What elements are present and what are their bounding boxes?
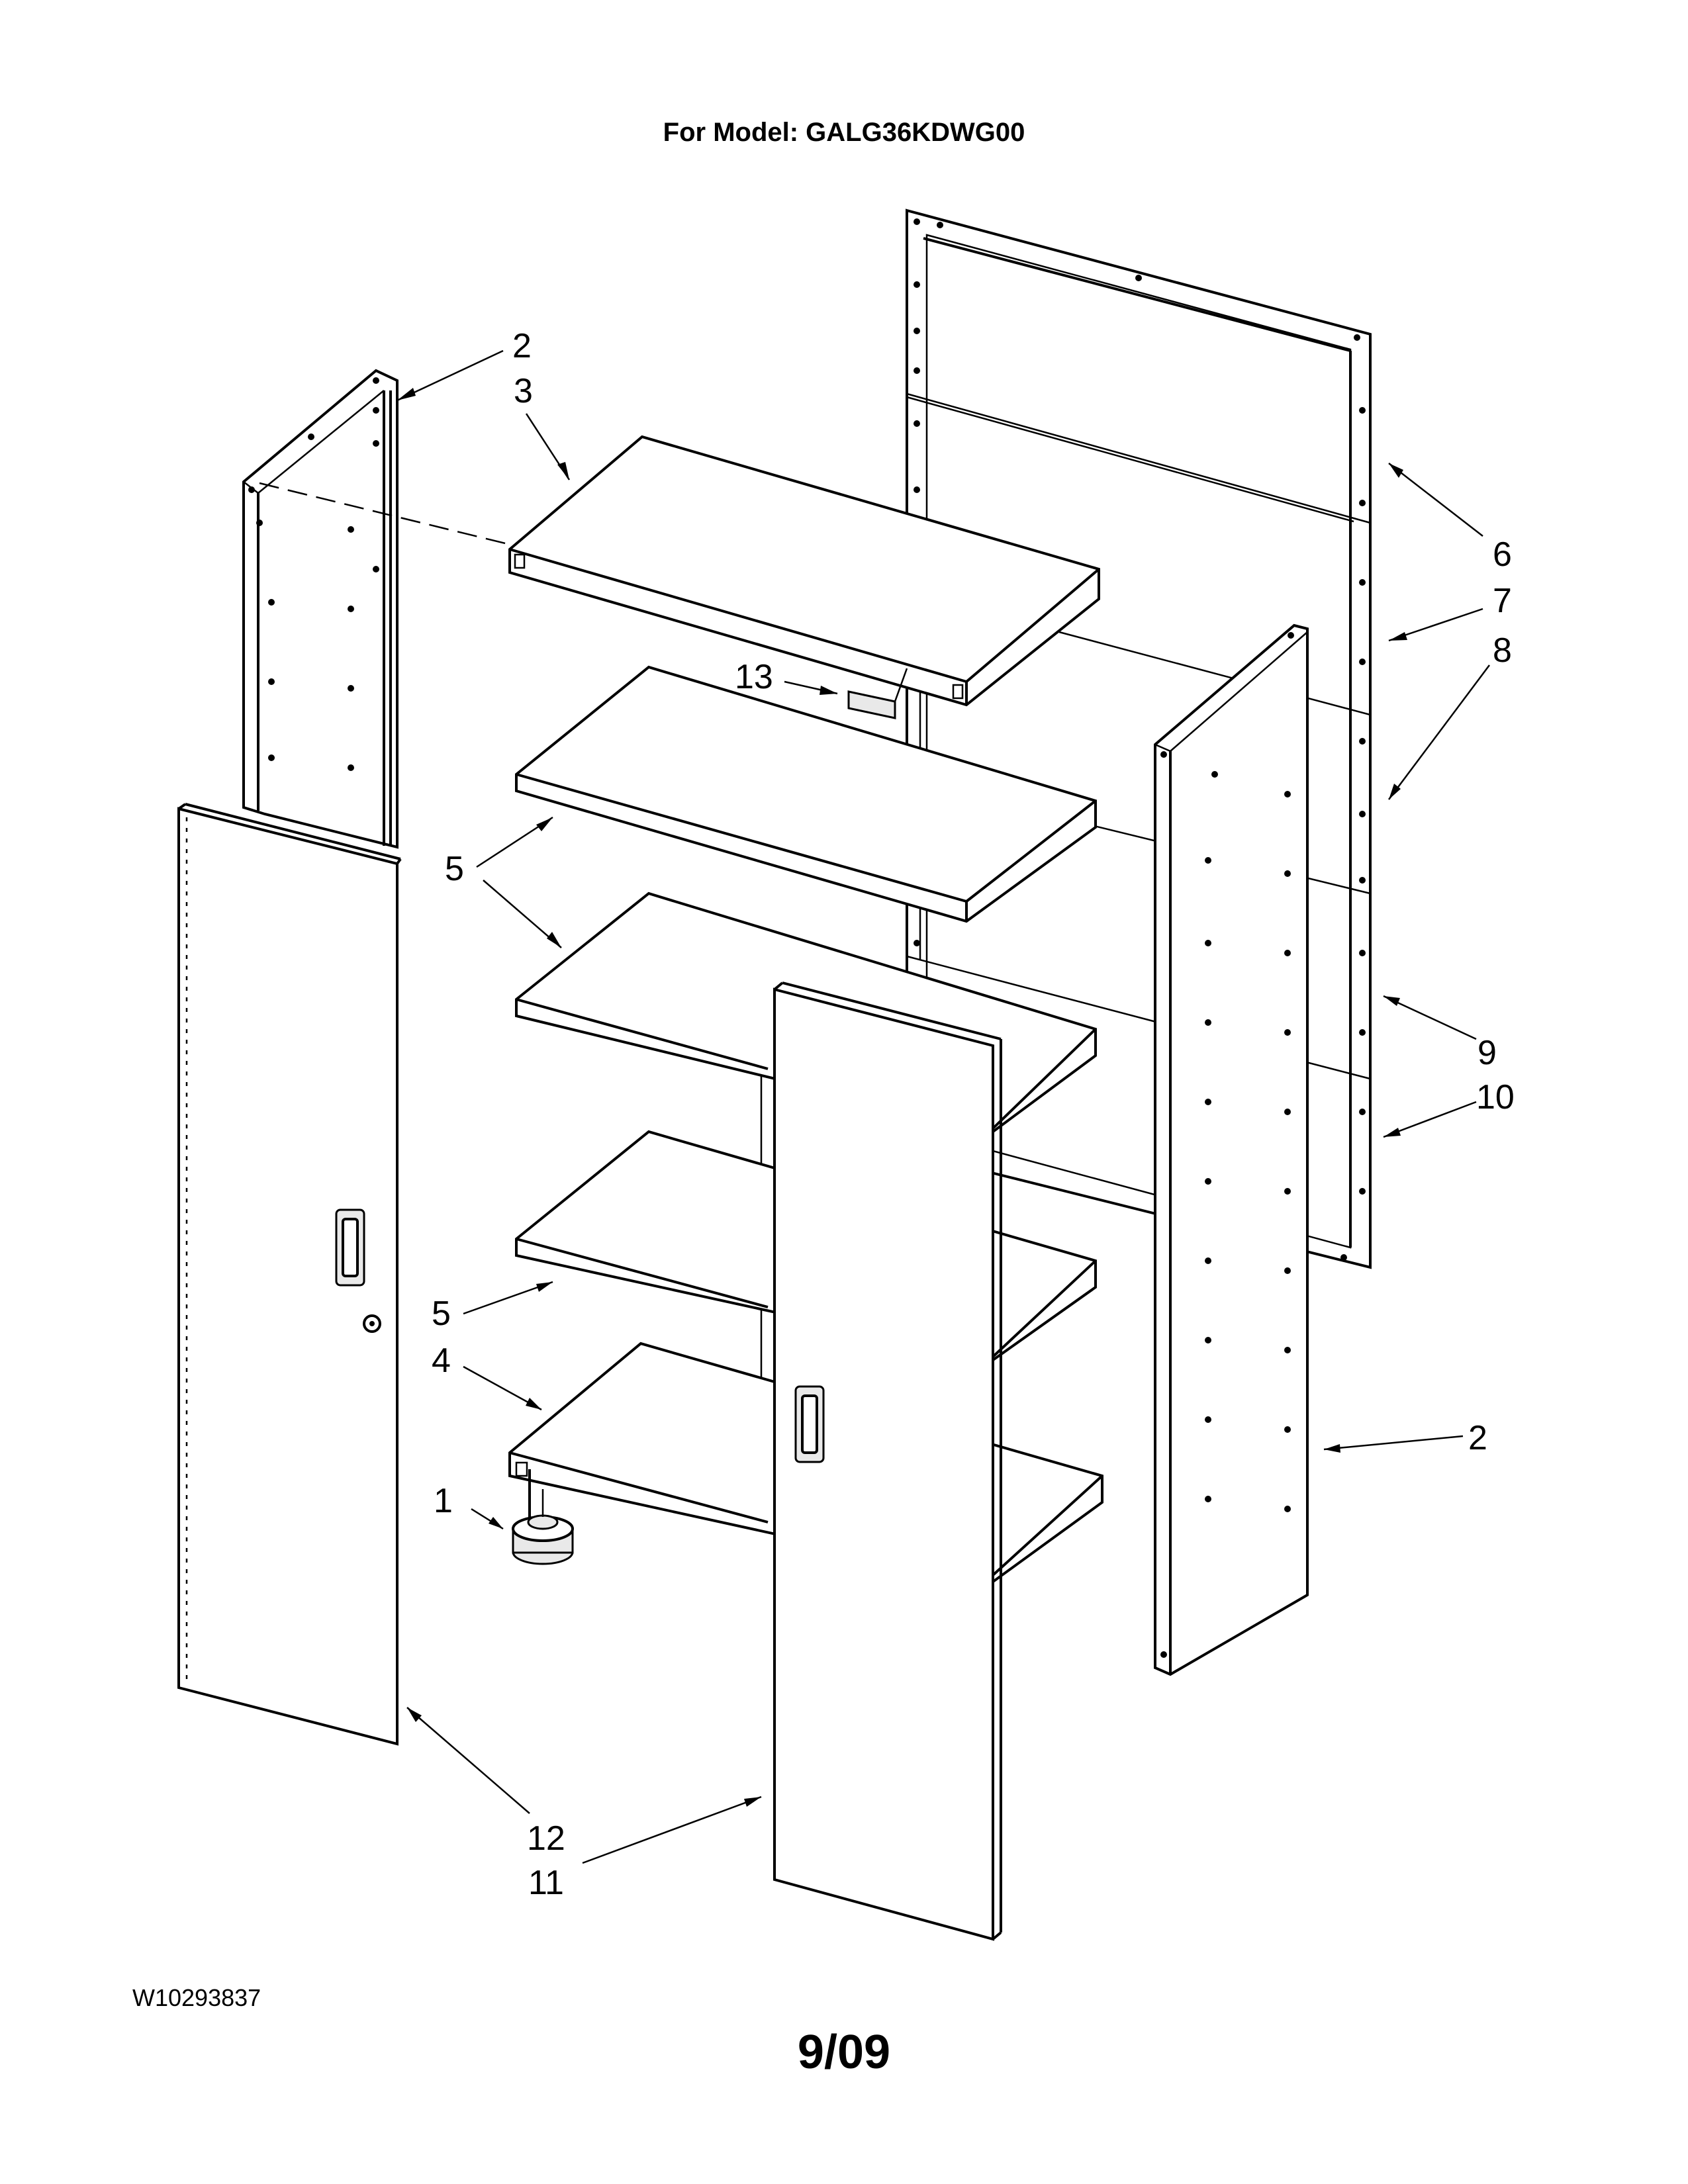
right-side-panel xyxy=(1154,623,1309,1676)
model-title: For Model: GALG36KDWG00 xyxy=(663,118,1025,147)
data-label-plate xyxy=(847,668,908,719)
callout-2-left: 2 xyxy=(512,327,532,365)
callout-7: 7 xyxy=(1493,582,1512,620)
right-door xyxy=(773,981,1002,1941)
leveling-foot xyxy=(512,1489,574,1565)
upper-adjustable-shelf xyxy=(515,665,1097,923)
callout-8: 8 xyxy=(1493,631,1512,670)
top-shelf xyxy=(508,435,1100,707)
left-door xyxy=(177,803,402,1746)
callout-13: 13 xyxy=(735,658,773,696)
callout-2-right: 2 xyxy=(1468,1419,1487,1457)
callout-3: 3 xyxy=(514,372,533,410)
callout-5-upper: 5 xyxy=(445,850,464,888)
callout-labels: 2 3 13 6 7 8 5 9 10 5 4 1 2 12 11 xyxy=(432,327,1515,1902)
callout-6: 6 xyxy=(1493,535,1512,574)
callout-4: 4 xyxy=(432,1342,451,1380)
leader-arrowheads xyxy=(397,388,1407,1807)
right-panel-holes xyxy=(1160,632,1294,1658)
callout-10: 10 xyxy=(1476,1078,1515,1116)
back-panel-holes xyxy=(914,218,1366,1261)
left-side-panel xyxy=(242,369,530,849)
revision-date: 9/09 xyxy=(797,2026,891,2079)
document-number: W10293837 xyxy=(132,1984,261,2011)
callout-5-lower: 5 xyxy=(432,1295,451,1333)
callout-9: 9 xyxy=(1477,1034,1497,1072)
left-panel-holes xyxy=(248,377,379,771)
callout-12: 12 xyxy=(527,1819,565,1858)
callout-1: 1 xyxy=(434,1482,453,1520)
callout-11: 11 xyxy=(528,1864,564,1902)
